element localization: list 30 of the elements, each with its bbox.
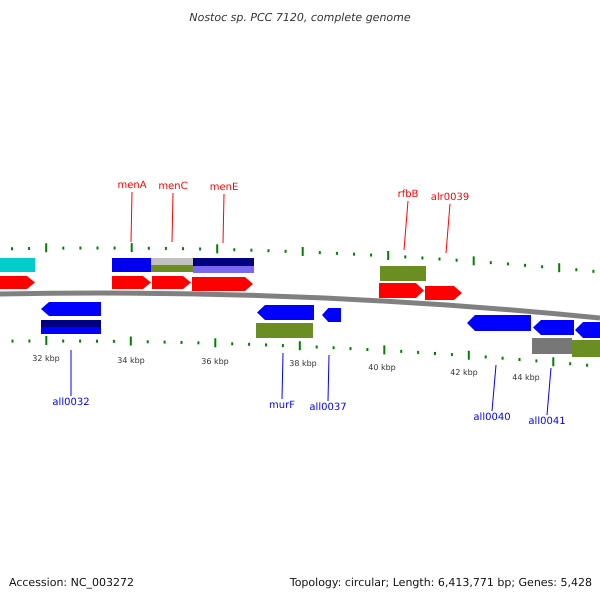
gene-label: menC	[158, 180, 188, 193]
gene-label: all0037	[309, 401, 347, 414]
leader-line	[404, 200, 408, 250]
footer-text: Accession: NC_003272	[9, 575, 134, 591]
scale-label: 34 kbp	[117, 356, 145, 366]
footer-text: Topology: circular; Length: 6,413,771 bp; Genes: 5,428	[290, 575, 592, 591]
leader-line	[546, 368, 552, 416]
leader-line	[172, 192, 174, 242]
scale-label: 36 kbp	[201, 357, 229, 367]
gene-label: alr0039	[430, 191, 470, 204]
leader-line	[70, 350, 72, 396]
scale-label: 32 kbp	[32, 354, 60, 364]
leader-line	[222, 194, 224, 244]
leader-line	[130, 192, 132, 242]
gene-label: rfbB	[398, 188, 418, 201]
leader-line	[492, 364, 496, 412]
leader-line	[328, 354, 330, 402]
scale-label: 44 kbp	[512, 373, 540, 383]
gene-label: all0032	[52, 396, 90, 409]
gene-label: all0041	[528, 415, 566, 428]
gene-label: menE	[210, 181, 238, 194]
leader-line	[282, 352, 284, 400]
scale-label: 38 kbp	[289, 359, 317, 369]
leader-line	[446, 204, 450, 254]
scale-label: 42 kbp	[450, 368, 478, 378]
title: Nostoc sp. PCC 7120, complete genome	[188, 10, 412, 26]
gene-label: menA	[117, 179, 147, 192]
gene-label: murF	[269, 399, 295, 412]
gene-label: all0040	[473, 411, 511, 424]
scale-label: 40 kbp	[368, 363, 396, 373]
